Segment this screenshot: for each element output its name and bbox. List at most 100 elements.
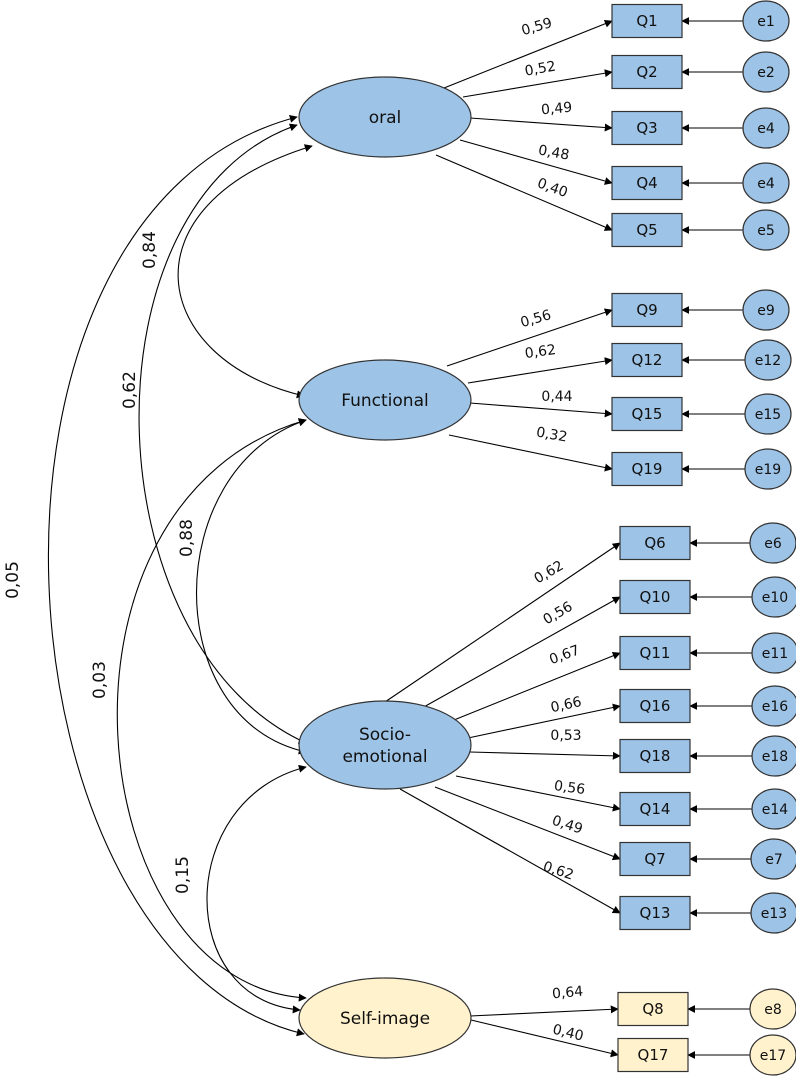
latent-factor-functional [298,359,472,441]
loading-value-Q1: 0,59 [520,15,554,39]
error-term-label-e11: e11 [762,646,788,662]
loading-path-Q14 [455,775,621,812]
correlation-value-functional-self: 0,03 [90,661,110,699]
latent-factor-label-oral: oral [369,108,402,128]
error-term-label-e7: e7 [765,852,783,868]
loading-path-Q17 [470,1019,619,1058]
error-term-e10-Q10 [751,576,796,618]
correlation-value-socio-self: 0,15 [173,856,193,894]
observed-item-Q10 [619,579,691,615]
loading-path-Q10 [421,596,621,709]
loading-path-Q6 [384,542,621,703]
error-term-e9-Q9 [742,289,790,331]
error-term-label-e8: e8 [764,1002,782,1018]
error-term-e17-Q17 [749,1034,796,1076]
error-term-label-e4: e4 [757,121,775,137]
loading-path-layer [384,17,752,1059]
loading-path-Q16 [467,703,621,739]
error-term-e4-Q4 [742,162,790,204]
loading-value-Q8: 0,64 [551,984,584,1003]
loading-path-Q1 [443,19,613,89]
loading-path-Q7 [434,786,621,861]
loading-path-Q2 [462,69,613,98]
observed-item-Q12 [611,342,683,378]
observed-item-label-Q13: Q13 [640,904,671,922]
observed-item-label-Q2: Q2 [636,63,657,81]
loading-value-Q14: 0,56 [553,778,586,798]
correlation-arc-oral-socio [138,123,307,744]
correlation-value-oral-functional: 0,84 [140,231,160,269]
label-layer: 0,840,620,050,880,030,15oralFunctionalSo… [3,12,788,1064]
observed-item-label-Q17: Q17 [638,1046,669,1064]
observed-item-Q19 [611,451,683,487]
loading-path-Q19 [448,434,613,472]
correlation-layer [47,114,313,1037]
observed-item-label-Q6: Q6 [644,534,665,552]
error-term-e4-Q3 [742,107,790,149]
observed-item-Q4 [611,165,683,201]
loading-value-Q16: 0,66 [549,694,583,716]
error-term-e14-Q14 [751,788,796,830]
observed-item-Q9 [611,292,683,328]
observed-item-label-Q8: Q8 [642,1000,663,1018]
observed-item-label-Q11: Q11 [640,644,671,662]
error-term-label-e15: e15 [755,407,781,423]
error-term-e5-Q5 [742,209,790,251]
observed-item-Q2 [611,54,683,90]
observed-item-Q5 [611,212,683,248]
loading-path-Q9 [446,308,613,367]
loading-path-Q5 [435,154,613,231]
loading-value-Q4: 0,48 [537,142,570,163]
correlation-value-oral-self: 0,05 [3,561,23,599]
observed-item-Q14 [619,791,691,827]
error-term-label-e19: e19 [755,462,781,478]
loading-path-Q8 [469,1005,619,1017]
loading-path-Q13 [399,788,621,914]
observed-item-label-Q3: Q3 [636,119,657,137]
error-term-e12-Q12 [744,339,792,381]
error-term-label-e4: e4 [757,176,775,192]
error-term-label-e6: e6 [764,536,782,552]
error-term-label-e10: e10 [762,590,788,606]
observed-item-label-Q18: Q18 [640,747,671,765]
latent-factor-oral [298,76,472,158]
observed-item-Q6 [619,525,691,561]
loading-path-Q4 [459,139,613,185]
error-term-e15-Q15 [744,393,792,435]
loading-value-Q10: 0,56 [541,599,576,628]
error-term-label-e16: e16 [762,699,789,715]
correlation-arc-functional-socio [195,418,307,755]
error-term-label-e9: e9 [757,303,775,319]
error-term-e8-Q8 [749,988,796,1030]
observed-item-Q8 [617,991,689,1027]
error-term-e7-Q7 [750,838,796,880]
correlation-arc-oral-self [47,114,305,1037]
observed-item-Q3 [611,110,683,146]
error-term-label-e2: e2 [757,65,775,81]
error-term-label-e17: e17 [760,1048,786,1064]
loading-value-Q15: 0,44 [541,389,572,405]
latent-factor-label-functional: Functional [341,391,428,411]
correlation-arc-oral-functional [177,144,313,399]
correlation-arc-socio-self [206,764,307,1014]
loading-value-Q2: 0,52 [524,58,557,79]
error-term-label-e18: e18 [762,749,788,765]
error-term-label-e5: e5 [757,223,775,239]
observed-item-label-Q9: Q9 [636,301,657,319]
error-term-e16-Q16 [751,685,796,727]
latent-factor-self [298,977,472,1059]
observed-item-Q11 [619,635,691,671]
observed-item-label-Q12: Q12 [632,351,663,369]
loading-value-Q19: 0,32 [535,424,568,445]
loading-path-Q18 [469,751,621,760]
observed-item-label-Q4: Q4 [636,174,657,192]
observed-item-label-Q10: Q10 [640,588,671,606]
observed-item-Q16 [619,688,691,724]
correlation-value-functional-socio: 0,88 [177,519,197,557]
observed-item-Q13 [619,895,691,931]
loading-path-Q3 [469,117,613,132]
observed-item-label-Q14: Q14 [640,800,671,818]
observed-item-label-Q16: Q16 [640,697,671,715]
correlation-arc-functional-self [116,418,307,1002]
